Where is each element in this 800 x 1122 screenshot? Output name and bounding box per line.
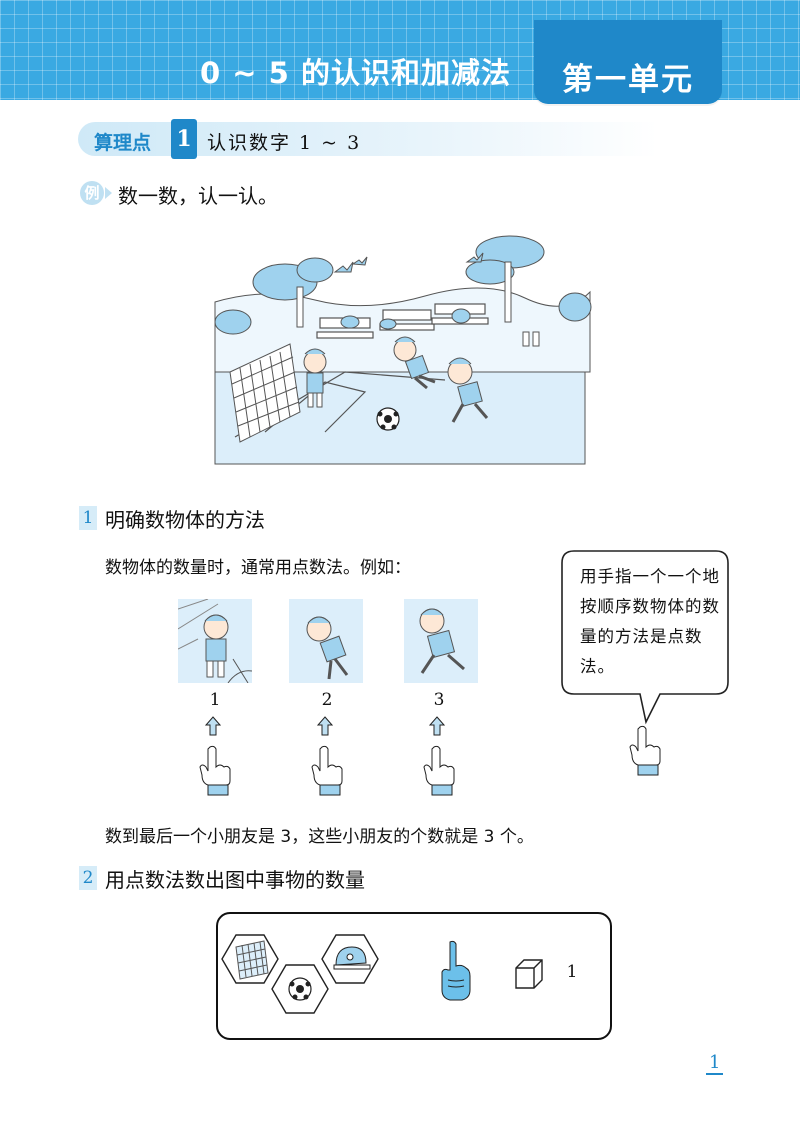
subsection-title-1: 明确数物体的方法 bbox=[105, 508, 265, 532]
unit-label: 第一单元 bbox=[562, 62, 694, 98]
conclusion-text: 数到最后一个小朋友是 3，这些小朋友的个数就是 3 个。 bbox=[105, 827, 534, 847]
section-title: 认识数字 1 ~ 3 bbox=[207, 132, 362, 154]
example-arrow-icon bbox=[105, 187, 112, 199]
goal-net-icon bbox=[229, 343, 301, 443]
hexagon-items bbox=[221, 934, 379, 1014]
tree-icon bbox=[214, 235, 592, 335]
bubble-text: 用手指一个一个地按顺序数物体的数量的方法是点数法。 bbox=[580, 567, 720, 676]
intro-text: 数物体的数量时，通常用点数法。例如： bbox=[105, 558, 411, 578]
count-answer: 1 bbox=[566, 962, 578, 982]
subsection-number-1: 1 bbox=[79, 506, 97, 530]
section-number: 1 bbox=[171, 119, 197, 159]
count-label-1: 1 bbox=[209, 690, 221, 710]
child-player-3 bbox=[447, 357, 489, 423]
example-text: 数一数，认一认。 bbox=[118, 184, 278, 208]
playground-illustration bbox=[214, 235, 592, 465]
count-label-2: 2 bbox=[321, 690, 333, 710]
child-picture-1 bbox=[178, 599, 252, 683]
up-arrow-icon bbox=[429, 716, 445, 736]
example-badge: 例 bbox=[80, 181, 104, 205]
up-arrow-icon bbox=[317, 716, 333, 736]
goal-net-icon bbox=[235, 940, 269, 980]
soccer-ball-icon bbox=[376, 407, 400, 431]
child-player-2 bbox=[393, 336, 436, 390]
up-arrow-icon bbox=[205, 716, 221, 736]
subsection-title-2: 用点数法数出图中事物的数量 bbox=[105, 868, 365, 892]
child-picture-3 bbox=[404, 599, 478, 683]
page-number: 1 bbox=[706, 1052, 724, 1075]
raised-finger-hand-icon bbox=[441, 940, 471, 1001]
soccer-ball-icon bbox=[288, 977, 312, 1001]
section-bar bbox=[78, 122, 658, 156]
cap-icon bbox=[333, 946, 371, 970]
child-picture-2 bbox=[289, 599, 363, 683]
pointing-hand-icon bbox=[423, 745, 455, 796]
count-label-3: 3 bbox=[433, 690, 445, 710]
unit-tab: 第一单元 bbox=[534, 20, 722, 104]
section-label: 算理点 bbox=[94, 132, 152, 154]
pointing-hand-icon bbox=[311, 745, 343, 796]
subsection-number-2: 2 bbox=[79, 866, 97, 890]
speech-bubble bbox=[561, 550, 729, 725]
pointing-hand-icon bbox=[629, 725, 661, 776]
chapter-title: 0 ~ 5 的认识和加减法 bbox=[200, 56, 511, 90]
pointing-hand-icon bbox=[199, 745, 231, 796]
counting-exercise-box bbox=[216, 912, 612, 1040]
cube-icon bbox=[515, 959, 543, 989]
child-goalkeeper bbox=[303, 348, 327, 408]
